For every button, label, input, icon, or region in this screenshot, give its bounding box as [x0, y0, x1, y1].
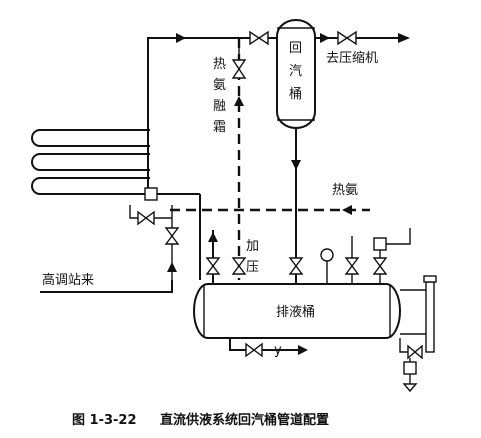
regulating-station-label: 高调站来	[42, 272, 94, 288]
defrost-label-2: 氨	[213, 78, 226, 93]
valve-tank-3	[288, 257, 304, 275]
y-outlet-label: y	[274, 343, 282, 358]
pressurize-label-1: 加	[246, 239, 259, 254]
valve-top-right	[337, 30, 357, 46]
valve-left-vertical	[164, 227, 180, 245]
regulating-station-line	[40, 280, 173, 293]
valve-tank-4	[344, 236, 360, 284]
return-drum-label-1: 回	[289, 41, 302, 56]
hot-ammonia-label: 热氨	[332, 183, 358, 198]
valve-tank-2	[231, 257, 247, 275]
figure-number: 图 1-3-22	[72, 413, 137, 428]
defrost-label-1: 热	[213, 57, 226, 72]
bottom-outlet	[229, 338, 308, 358]
left-branch	[129, 205, 173, 280]
evaporator-coil	[31, 129, 150, 195]
figure-title: 直流供液系统回汽桶管道配置	[160, 412, 329, 428]
drain-tank	[193, 283, 401, 339]
pressure-gauge	[320, 248, 334, 284]
defrost-label-3: 融	[213, 99, 226, 114]
to-compressor-label: 去压缩机	[326, 50, 378, 66]
return-drum-label-2: 汽	[289, 64, 302, 79]
level-indicator	[400, 275, 437, 353]
return-drum-label-3: 桶	[289, 87, 302, 102]
valve-defrost	[231, 59, 247, 79]
hot-ammonia-line	[170, 205, 370, 215]
pressurize-label-2: 压	[246, 260, 259, 275]
defrost-label-4: 霜	[213, 120, 226, 135]
return-drum	[276, 19, 316, 129]
coil-connection	[144, 187, 201, 280]
drain-tank-label: 排液桶	[276, 305, 315, 320]
solenoid-valve	[372, 228, 411, 284]
drum-outlet-line	[291, 128, 301, 258]
level-bottom-valves	[399, 338, 423, 393]
valve-top-left	[249, 30, 269, 46]
pressurize-line	[208, 230, 218, 284]
valve-tank-1	[205, 257, 221, 275]
